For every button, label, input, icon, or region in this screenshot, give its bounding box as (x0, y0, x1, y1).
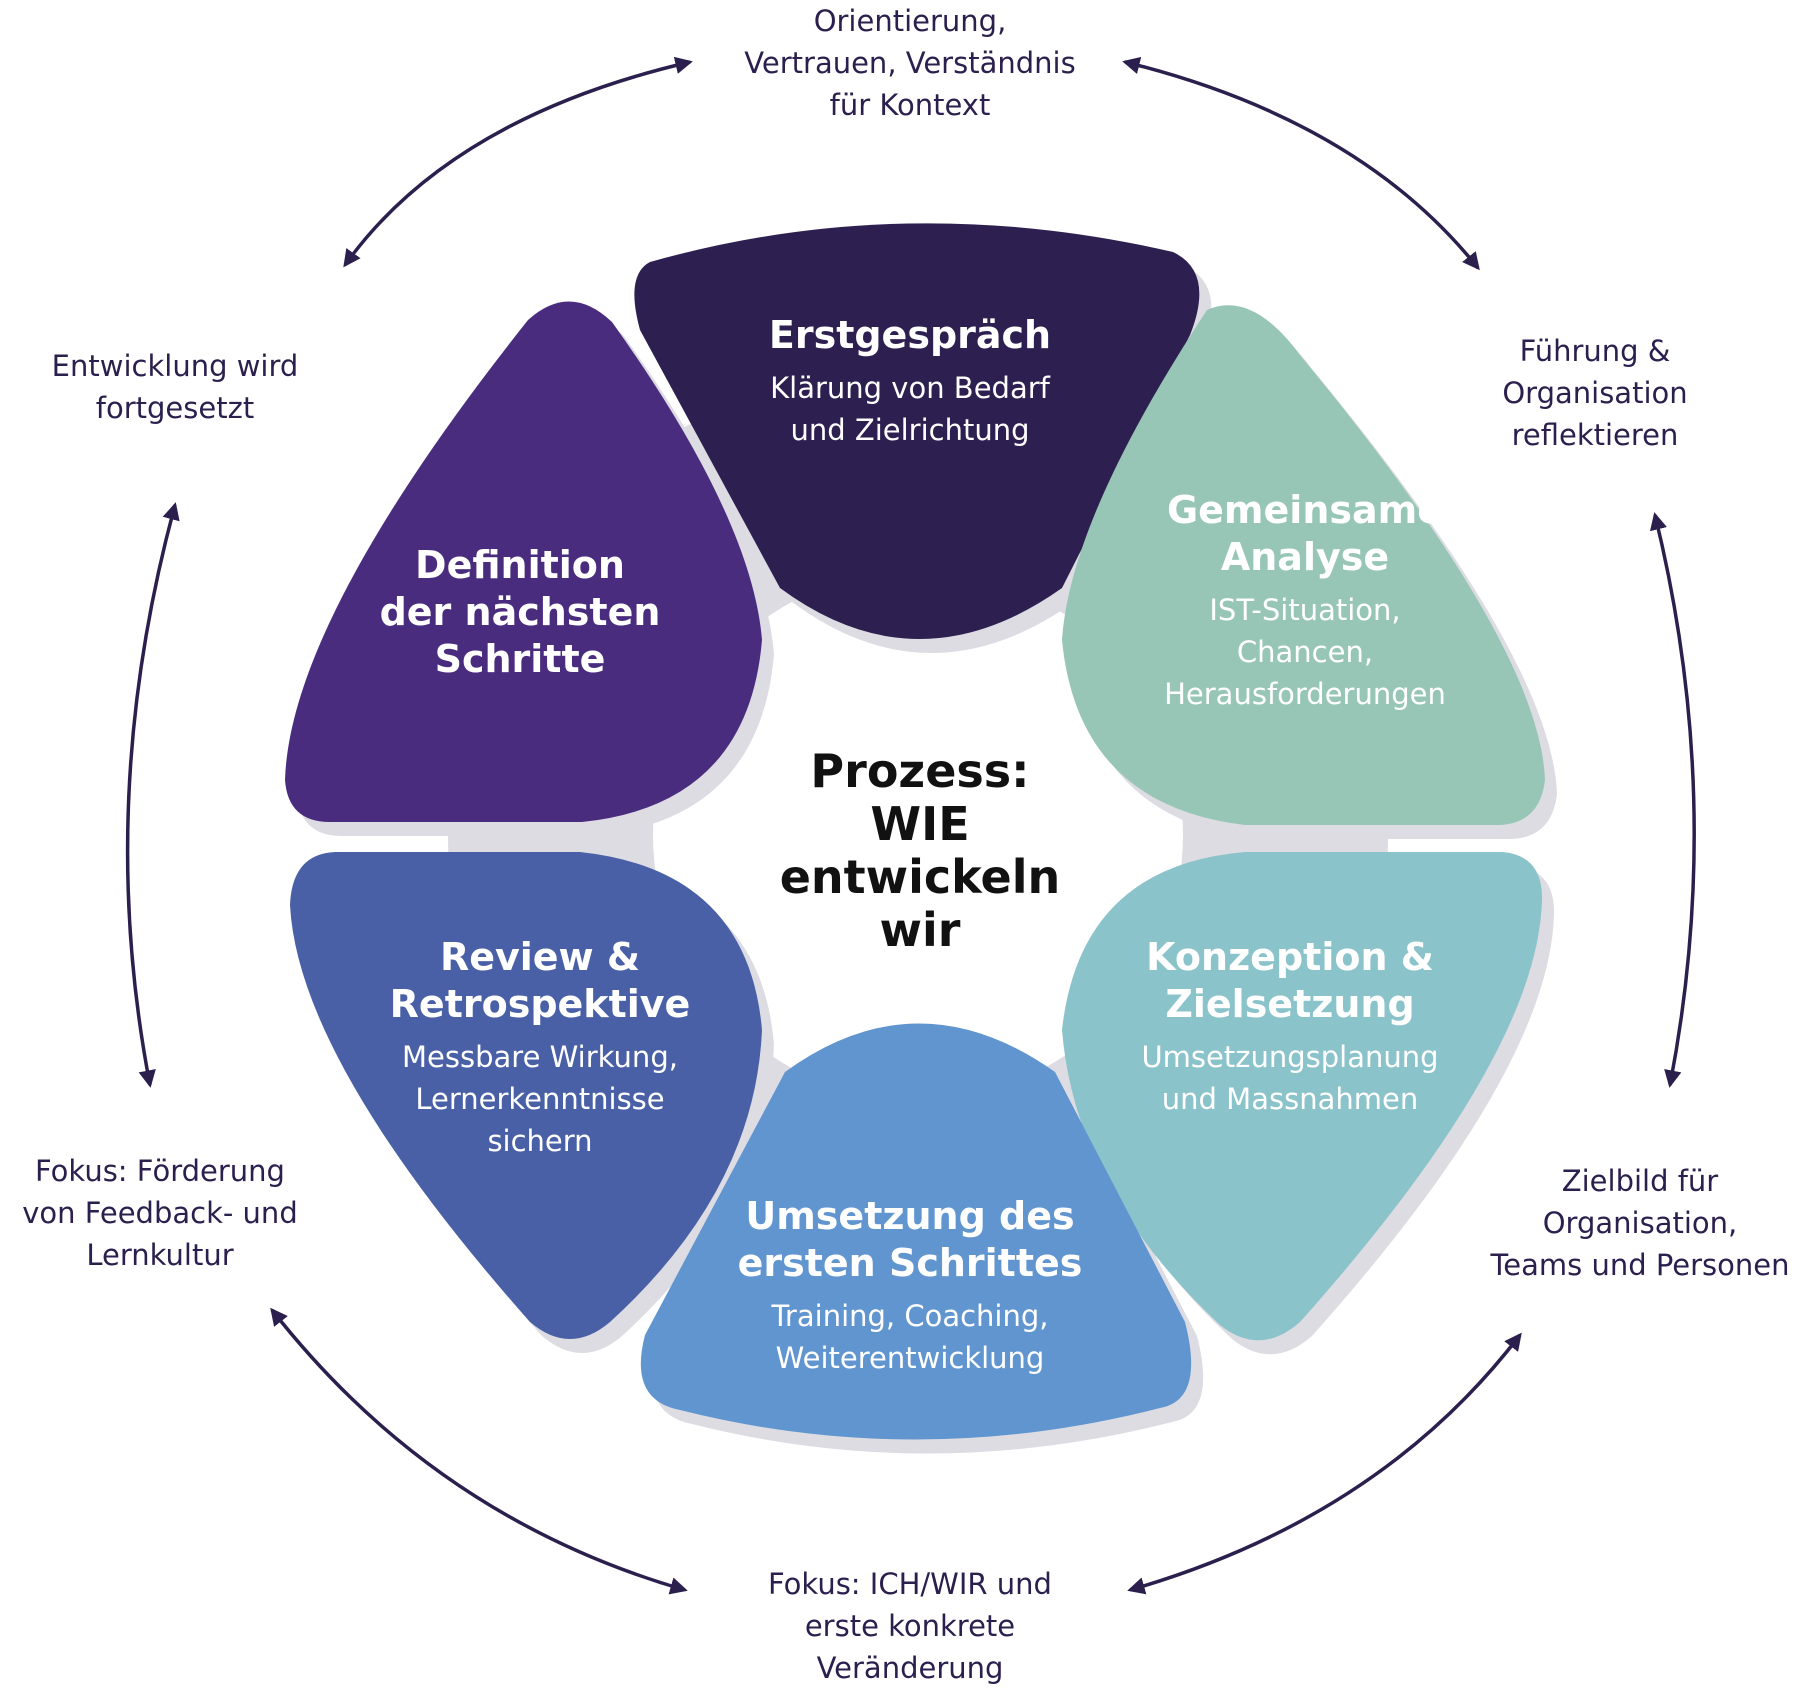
konzeption-title: Konzeption & Zielsetzung (1146, 935, 1434, 1026)
outer-arrows (125, 56, 1696, 1595)
segment-gemeinsame-analyse (1062, 305, 1545, 825)
segment-review-retrospektive (290, 852, 762, 1339)
center-title: Prozess: WIE entwickeln wir (779, 744, 1061, 957)
arrow-bottom-right (1127, 1332, 1522, 1595)
segment-erstgespraech (634, 223, 1200, 640)
konzeption-text: Konzeption & Zielsetzung Umsetzungsplanu… (1120, 934, 1460, 1120)
outer-label-top-right: Führung & Organisation reflektieren (1502, 334, 1688, 452)
arrow-top-right (1122, 57, 1480, 271)
review-text: Review & Retrospektive Messbare Wirkung,… (370, 934, 710, 1162)
arrow-left (125, 502, 180, 1088)
outer-label-top: Orientierung, Vertrauen, Verständnis für… (744, 4, 1076, 122)
outer-label-top-left: Entwicklung wird fortgesetzt (51, 349, 299, 425)
outer-label-bottom-right: Zielbild für Organisation, Teams und Per… (1490, 1164, 1790, 1282)
arrow-bottom-left (270, 1307, 688, 1595)
outer-label-bottom: Fokus: ICH/WIR und erste konkrete Veränd… (768, 1567, 1052, 1685)
arrow-top-left (343, 56, 693, 268)
review-subtitle: Messbare Wirkung, Lernerkenntnisse siche… (402, 1040, 678, 1158)
segment-umsetzung-erster-schritt (640, 1023, 1192, 1440)
erstgespraech-subtitle: Klärung von Bedarf und Zielrichtung (770, 371, 1050, 447)
definition-title: Definition der nächsten Schritte (379, 543, 661, 681)
gemeinsame-analyse-subtitle: IST-Situation, Chancen, Herausforderunge… (1164, 593, 1446, 711)
segment-definition-naechste-schritte (285, 301, 762, 822)
konzeption-subtitle: Umsetzungsplanung und Massnahmen (1141, 1040, 1439, 1116)
segment-konzeption-zielsetzung (1062, 852, 1543, 1341)
gemeinsame-analyse-text: Gemeinsame Analyse IST-Situation, Chance… (1140, 487, 1470, 715)
review-title: Review & Retrospektive (389, 935, 691, 1026)
gemeinsame-analyse-title: Gemeinsame Analyse (1166, 488, 1444, 579)
center-disc (653, 570, 1183, 1100)
erstgespraech-text: Erstgespräch Klärung von Bedarf und Ziel… (740, 312, 1080, 451)
umsetzung-title: Umsetzung des ersten Schrittes (737, 1194, 1083, 1285)
arrow-right (1649, 512, 1696, 1088)
umsetzung-subtitle: Training, Coaching, Weiterentwicklung (771, 1299, 1049, 1375)
outer-label-bottom-left: Fokus: Förderung von Feedback- und Lernk… (22, 1154, 298, 1272)
erstgespraech-title: Erstgespräch (768, 313, 1052, 357)
definition-text: Definition der nächsten Schritte (360, 542, 680, 683)
umsetzung-text: Umsetzung des ersten Schrittes Training,… (720, 1193, 1100, 1379)
